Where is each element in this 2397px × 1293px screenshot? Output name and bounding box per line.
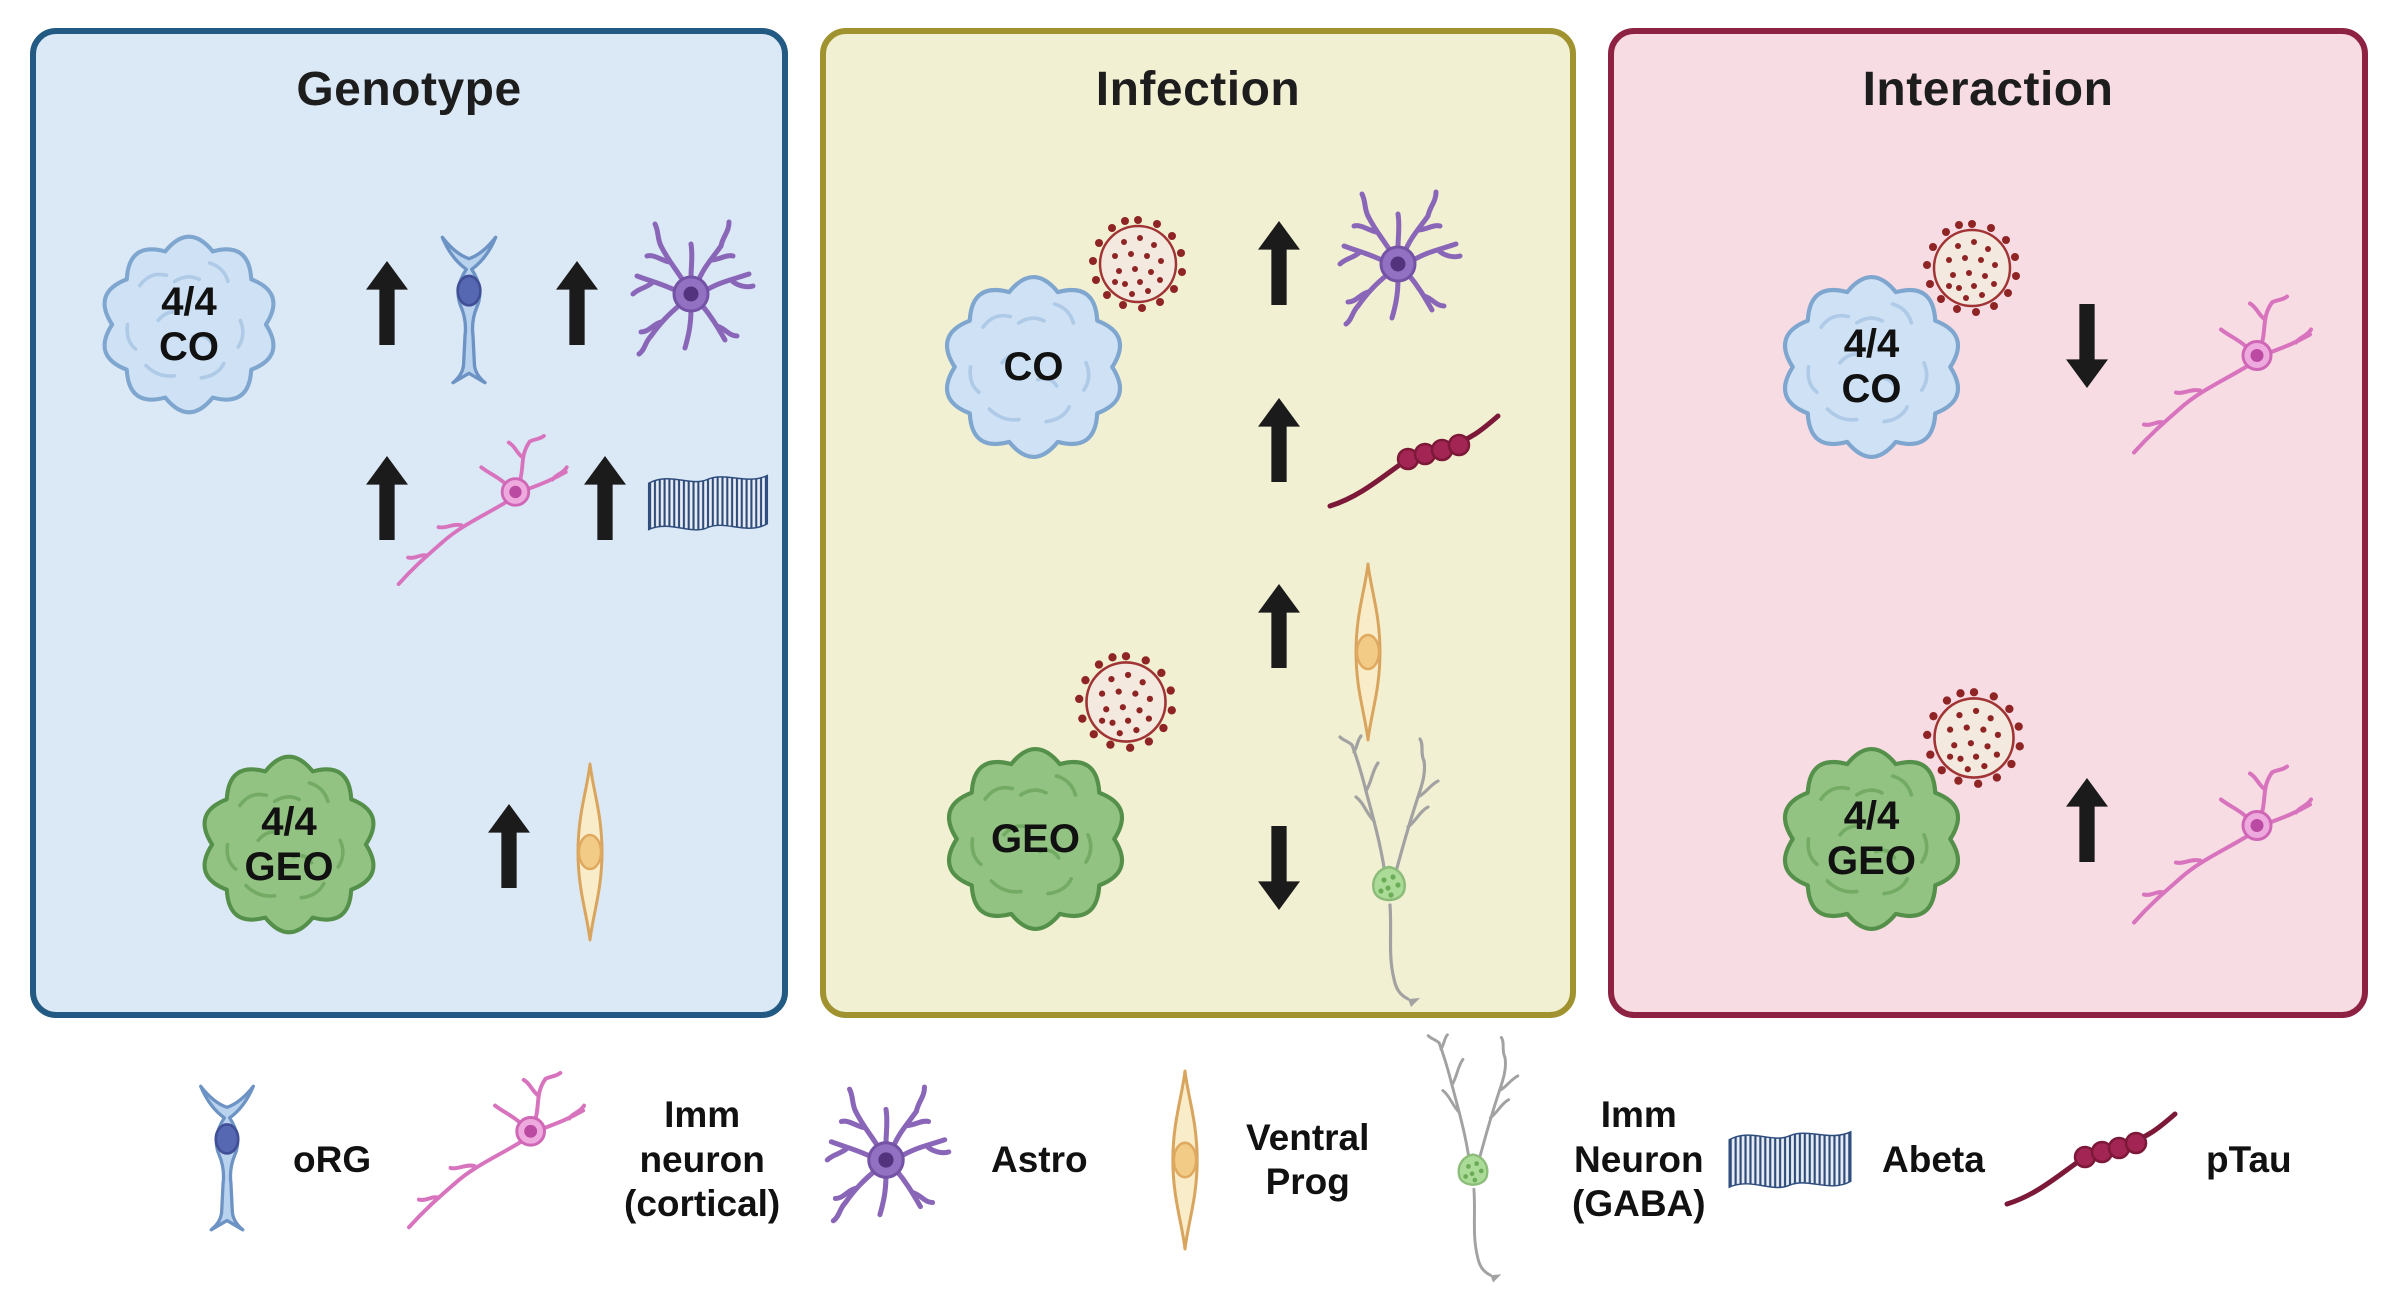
astrocyte-icon [611,214,771,374]
ventral-progenitor-icon [554,762,626,942]
cortical-neuron-icon [2126,292,2326,477]
virus-icon [1922,218,2022,318]
legend-item-org: oRG [185,1030,371,1290]
cortical-neuron-icon [400,1071,600,1249]
legend-label-org: oRG [293,1138,372,1180]
cortical-neuron-icon [2126,762,2326,947]
legend-label-ptau: pTau [2206,1138,2292,1180]
gaba-neuron-icon [1398,1032,1548,1288]
organoid-geo-label: 4/4 GEO [244,799,334,889]
virus-icon [1074,650,1178,754]
panel-interaction: Interaction 4/4 CO 4/4 GEO [1608,28,2368,1018]
ptau-icon [1324,412,1504,512]
legend-item-ventral-prog: Ventral Prog [1148,1030,1369,1290]
organoid-co-label: 4/4 CO [1841,322,1902,411]
virus-icon [1922,686,2026,790]
up-arrow-icon [366,259,408,347]
legend-label-astro: Astro [991,1138,1088,1180]
organoid-co-label: 4/4 CO [159,279,219,369]
org-cell-icon [428,232,510,392]
organoid-geo-infected: 4/4 GEO [1764,734,1979,944]
astrocyte-icon [805,1079,967,1241]
legend-label-gaba-neuron: Imm Neuron (GABA) [1572,1094,1706,1225]
legend-label-cortical-neuron: Imm neuron (cortical) [624,1094,781,1225]
legend-item-abeta: Abeta [1722,1030,1985,1290]
panel-title-infection: Infection [1095,63,1301,116]
up-arrow-icon [556,259,598,347]
panel-genotype: Genotype 4/4 CO 4/4 GEO [30,28,788,1018]
legend-item-astro: Astro [805,1030,1088,1290]
down-arrow-icon [1258,824,1300,912]
astrocyte-icon [1318,184,1478,344]
legend-label-abeta: Abeta [1882,1138,1985,1180]
down-arrow-icon [2066,302,2108,390]
up-arrow-icon [1258,582,1300,670]
cortical-neuron-icon [391,432,581,607]
organoid-co-label: CO [1003,344,1064,389]
ventral-progenitor-icon [1332,562,1404,742]
up-arrow-icon [584,454,626,542]
virus-icon [1088,214,1188,314]
up-arrow-icon [1258,219,1300,307]
legend-item-ptau: pTau [2000,1030,2292,1290]
organoid-co-infected: 4/4 CO [1764,262,1979,472]
organoid-geo-label: 4/4 GEO [1827,794,1916,883]
legend-item-gaba-neuron: Imm Neuron (GABA) [1398,1030,1706,1290]
organoid-geo: 4/4 GEO [184,742,394,947]
abeta-fibril-icon [1722,1118,1858,1202]
up-arrow-icon [2066,776,2108,864]
abeta-fibril-icon [642,462,774,544]
ptau-icon [2000,1110,2182,1210]
up-arrow-icon [1258,396,1300,484]
organoid-co-infected: CO [926,262,1141,472]
org-cell-icon [185,1081,269,1239]
gaba-neuron-icon [1314,732,1464,1014]
organoid-geo-label: GEO [991,816,1080,861]
organoid-geo-infected: GEO [928,734,1143,944]
panel-infection: Infection CO GEO [820,28,1576,1018]
panel-title-genotype: Genotype [296,63,522,116]
organoid-co: 4/4 CO [84,222,294,427]
legend-label-ventral-prog: Ventral Prog [1246,1116,1370,1202]
ventral-progenitor-icon [1148,1069,1222,1251]
up-arrow-icon [488,802,530,890]
panel-title-interaction: Interaction [1862,63,2114,116]
legend-item-cortical-neuron: Imm neuron (cortical) [400,1030,780,1290]
